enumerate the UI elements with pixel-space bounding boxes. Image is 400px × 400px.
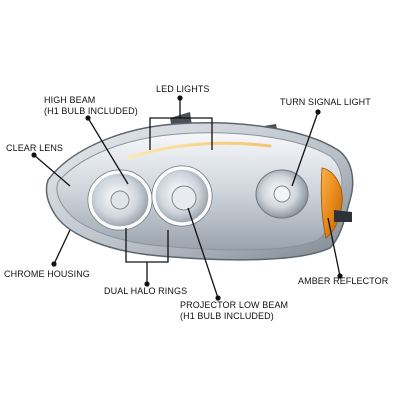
callout-line: DUAL HALO RINGS	[104, 286, 188, 296]
leader-chrome-housing	[53, 229, 71, 265]
callout-line: TURN SIGNAL LIGHT	[280, 97, 371, 107]
leader-dots	[31, 95, 343, 301]
leader-clear-lens	[33, 154, 71, 187]
leader-high-beam	[87, 117, 129, 185]
dot-clear-lens	[31, 152, 37, 158]
callout-line: PROJECTOR LOW BEAM	[180, 300, 289, 310]
callout-clear-lens: CLEAR LENS	[6, 143, 63, 154]
projector-halo	[152, 166, 212, 226]
wiring-plug	[334, 210, 352, 222]
turn-signal-bulb	[273, 185, 291, 203]
callout-projector-low-beam: PROJECTOR LOW BEAM (H1 BULB INCLUDED)	[180, 300, 288, 322]
callout-high-beam: HIGH BEAM (H1 BULB INCLUDED)	[44, 95, 138, 117]
dot-chrome-housing	[51, 261, 57, 267]
headlight-unit	[45, 112, 354, 261]
leader-projector	[187, 207, 219, 299]
callout-led-lights: LED LIGHTS	[156, 84, 210, 95]
dot-projector	[215, 295, 221, 301]
bracket-led-lights	[149, 117, 213, 150]
dot-high-beam	[85, 115, 91, 121]
led-strip	[126, 141, 272, 160]
callout-dual-halo-rings: DUAL HALO RINGS	[104, 286, 187, 297]
leader-turn-signal	[291, 111, 319, 187]
callout-turn-signal-light: TURN SIGNAL LIGHT	[280, 97, 371, 108]
callout-amber-reflector: AMBER REFLECTOR	[298, 276, 388, 287]
callout-line: HIGH BEAM	[44, 95, 96, 105]
callout-line: (H1 BULB INCLUDED)	[44, 106, 138, 116]
high-beam-center	[110, 190, 130, 210]
callout-chrome-housing: CHROME HOUSING	[4, 269, 90, 280]
leader-lines	[33, 98, 341, 299]
callout-line: AMBER REFLECTOR	[298, 276, 389, 286]
dot-amber-reflector	[337, 273, 343, 279]
callout-line: LED LIGHTS	[156, 84, 210, 94]
dot-turn-signal	[315, 109, 321, 115]
callout-line: CHROME HOUSING	[4, 269, 90, 279]
leader-amber-reflector	[327, 217, 341, 277]
callout-line: CLEAR LENS	[6, 143, 64, 153]
projector-lens	[171, 185, 197, 211]
callout-line: (H1 BULB INCLUDED)	[180, 311, 274, 321]
dot-halo-rings	[144, 281, 150, 287]
dot-led-lights	[177, 95, 183, 101]
